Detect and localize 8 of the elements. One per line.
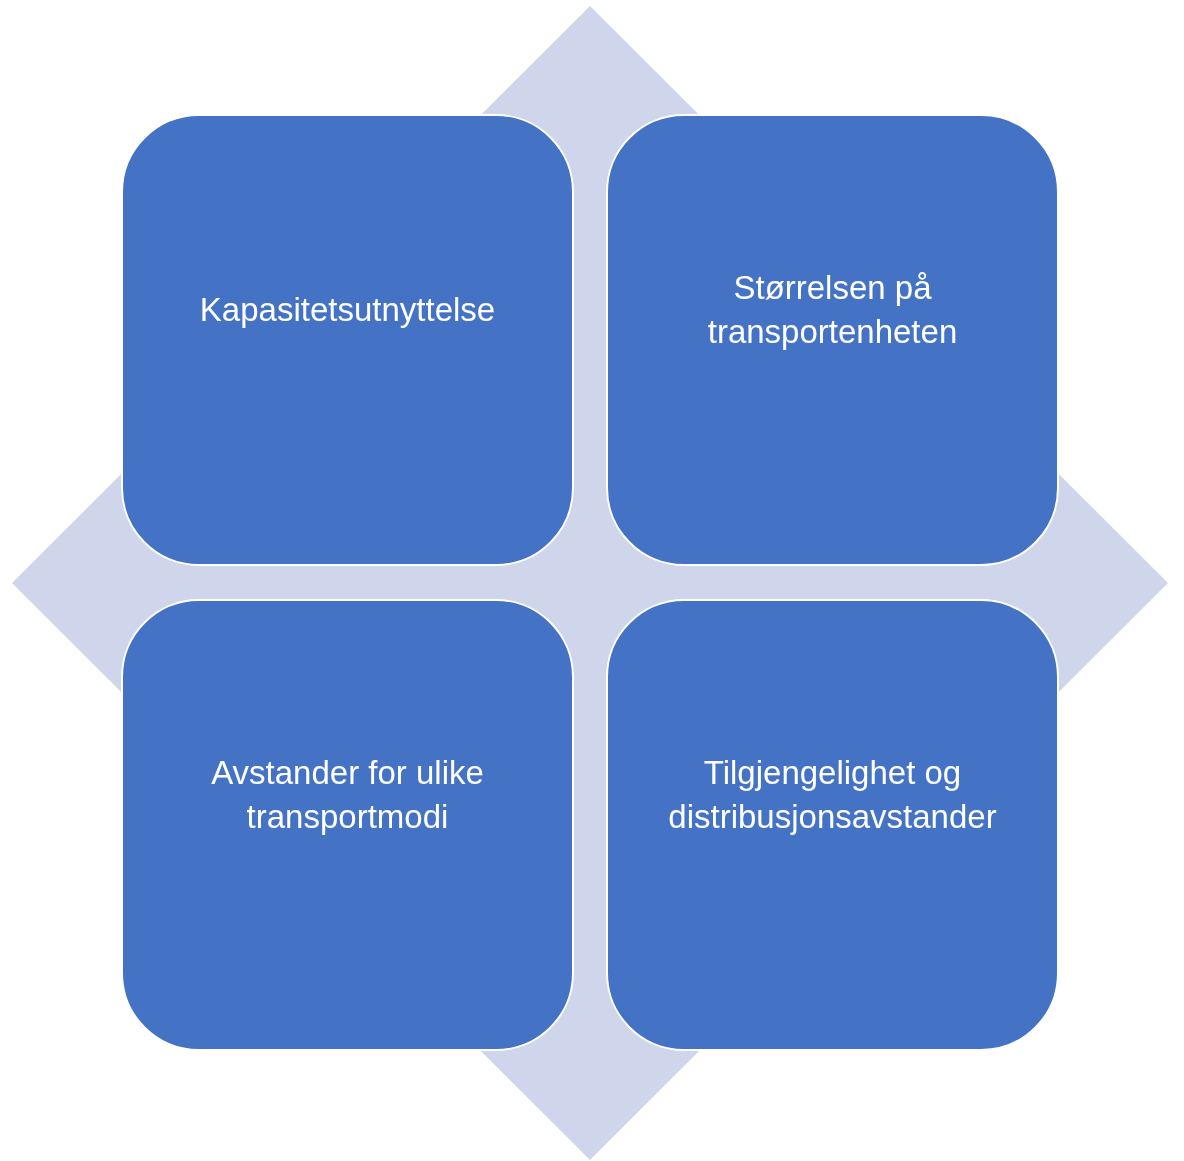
- box-label: Størrelsen på transportenheten: [706, 268, 959, 352]
- rounded-box: [121, 114, 574, 566]
- box-label: Kapasitetsutnyttelse: [199, 290, 496, 331]
- box-label: Avstander for ulike transportmodi: [210, 753, 485, 837]
- rounded-box: [121, 599, 574, 1051]
- box-label: Tilgjengelighet og distribusjonsavstander: [667, 753, 998, 837]
- rounded-box: [606, 114, 1059, 566]
- rounded-box: [606, 599, 1059, 1051]
